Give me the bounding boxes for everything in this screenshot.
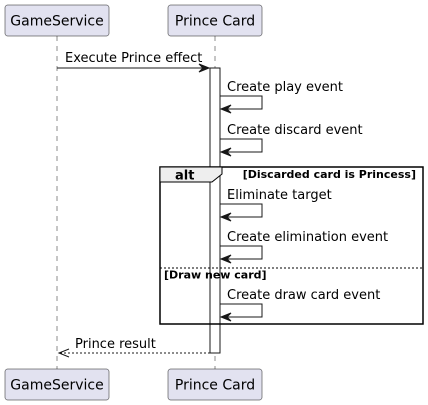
participant-princecard-label-bottom: Prince Card [175,378,255,394]
alt-fragment-frame [159,166,424,325]
participant-gameservice-bottom: GameService [4,368,110,401]
message-eliminate: Eliminate target [219,188,332,222]
message-create-draw: Create draw card event [219,288,380,322]
participant-princecard-label: Prince Card [175,14,255,30]
message-execute-label: Execute Prince effect [65,51,202,66]
message-create-draw-label: Create draw card event [227,288,380,303]
message-result-label: Prince result [75,337,156,352]
message-execute: Execute Prince effect [57,51,211,73]
message-result: Prince result [57,337,210,358]
participant-gameservice-label: GameService [10,14,103,30]
participant-gameservice-label-bottom: GameService [10,378,103,394]
else-guard: [Draw new card] [164,269,267,282]
activation-bar-princecard [209,67,221,354]
message-create-elimination-label: Create elimination event [227,230,388,245]
message-create-discard: Create discard event [219,123,363,157]
alt-fragment-tab [159,166,223,183]
message-create-play-label: Create play event [227,80,343,95]
participant-princecard-top: Prince Card [167,4,263,37]
alt-fragment: alt [Discarded card is Princess] [Draw n… [159,166,424,325]
participant-gameservice-top: GameService [4,4,110,37]
alt-guard: [Discarded card is Princess] [243,168,416,181]
participant-princecard-bottom: Prince Card [167,368,263,401]
message-create-play: Create play event [219,80,343,114]
message-create-elimination: Create elimination event [219,230,388,264]
alt-keyword: alt [175,169,194,184]
message-create-discard-label: Create discard event [227,123,363,138]
message-eliminate-label: Eliminate target [227,188,332,203]
